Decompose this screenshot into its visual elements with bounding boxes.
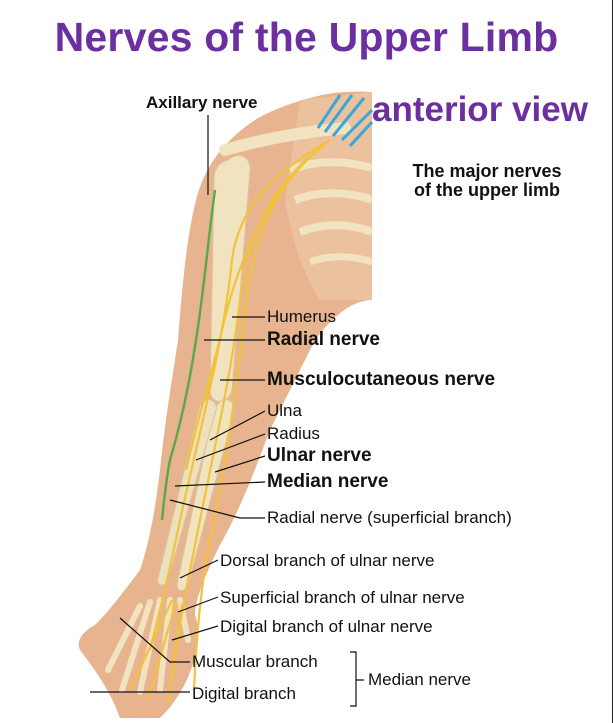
label-ulna: Ulna — [267, 401, 302, 421]
label-radial-nerve: Radial nerve — [267, 330, 380, 350]
label-digital-branch-ulnar: Digital branch of ulnar nerve — [220, 617, 433, 637]
label-median-nerve-group: Median nerve — [368, 670, 471, 690]
median-bracket — [350, 652, 364, 706]
label-radius: Radius — [267, 424, 320, 444]
label-musculocutaneous-nerve: Musculocutaneous nerve — [267, 370, 495, 390]
label-humerus: Humerus — [267, 307, 336, 327]
label-median-nerve: Median nerve — [267, 472, 388, 492]
label-superficial-branch-ulnar: Superficial branch of ulnar nerve — [220, 588, 465, 608]
label-digital-branch: Digital branch — [192, 684, 296, 704]
label-dorsal-branch-ulnar: Dorsal branch of ulnar nerve — [220, 551, 435, 571]
label-axillary-nerve: Axillary nerve — [146, 93, 258, 113]
label-ulnar-nerve: Ulnar nerve — [267, 446, 372, 466]
label-muscular-branch: Muscular branch — [192, 652, 318, 672]
label-radial-superficial-branch: Radial nerve (superficial branch) — [267, 508, 512, 528]
